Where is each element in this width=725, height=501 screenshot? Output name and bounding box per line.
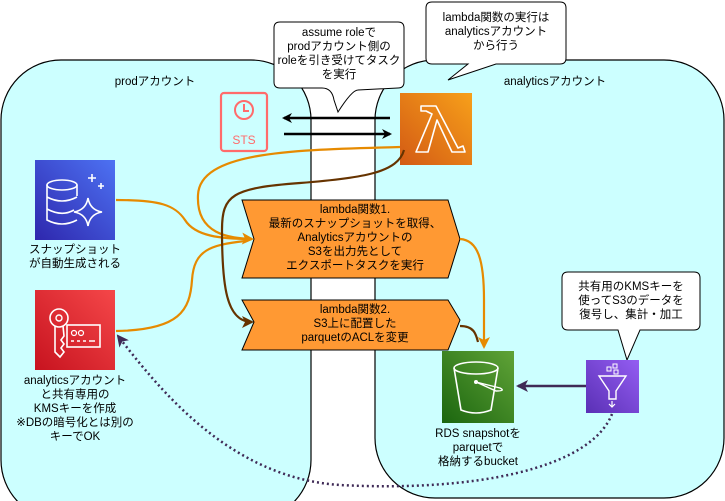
lambda-to-step2-edge <box>220 149 406 328</box>
lambda-icon <box>400 93 472 165</box>
glue-filter-icon <box>586 360 639 413</box>
step2-to-s3-edge <box>459 324 480 343</box>
assume-role-callout-text: assume roleで prodアカウント側の roleを引き受けてタスク を… <box>277 27 401 81</box>
lambda-exec-callout-bubble <box>425 1 567 81</box>
lambda-step-1-text: lambda関数1. 最新のスナップショットを取得、 Analyticsアカウン… <box>268 204 442 272</box>
kms-use-callout-bubble <box>561 271 701 362</box>
lambda-step-2-text: lambda関数2. S3上に配置した parquetのACLを変更 <box>301 304 409 344</box>
rds-to-step1-edge <box>115 198 253 241</box>
kms-key-icon <box>35 290 115 370</box>
lambda-exec-callout-text: lambda関数の実行は analyticsアカウント から行う <box>442 12 550 52</box>
step1-to-s3-edge <box>459 237 490 349</box>
lambda-step-2 <box>241 299 461 351</box>
rds-label: スナップショット が自動生成される <box>29 244 121 270</box>
kms-label: analyticsアカウント と共有専用の KMSキーを作成 ※DBの暗号化とは… <box>16 375 134 443</box>
kms-use-callout-text: 共有用のKMSキーを 使ってS3のデータを 復号し、集計・加工 <box>578 281 684 321</box>
kms-to-step1-edge <box>115 239 246 333</box>
prod-account-label: prodアカウント <box>114 76 196 88</box>
sts-icon: STS <box>219 91 269 153</box>
svg-text:STS: STS <box>232 133 255 147</box>
analytics-account-label: analyticsアカウント <box>503 76 607 88</box>
s3-label: RDS snapshotを parquetで 格納するbucket <box>435 428 521 468</box>
assume-role-callout-bubble <box>273 21 405 114</box>
s3-bucket-icon <box>442 351 514 423</box>
lambda-step-1 <box>241 199 461 279</box>
rds-snapshot-icon <box>35 160 115 240</box>
glue-to-kms-dotted-edge <box>116 334 614 488</box>
